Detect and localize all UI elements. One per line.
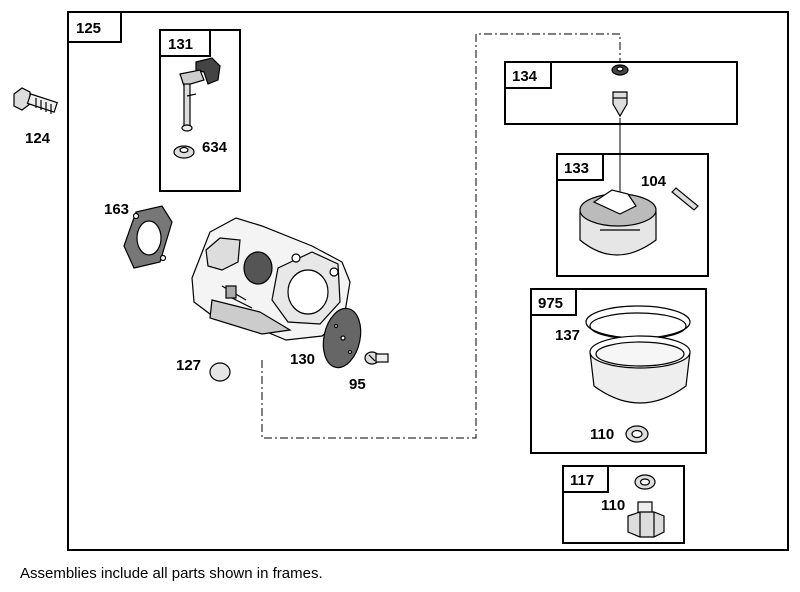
part-label-124: 124	[25, 130, 51, 147]
part-label-163: 163	[104, 201, 129, 218]
part-label-104: 104	[641, 173, 667, 190]
part-label-110-bowl: 110	[590, 426, 614, 443]
part-label-127: 127	[176, 357, 201, 374]
bolt-124-drawing	[13, 87, 58, 114]
part-label-95: 95	[349, 376, 366, 393]
part-label-634: 634	[202, 139, 228, 156]
frame-133: 133	[556, 153, 709, 277]
throttle-shaft-drawing	[179, 57, 221, 132]
frame-131: 131	[159, 29, 241, 192]
washer-634-drawing	[173, 145, 195, 159]
footnote: Assemblies include all parts shown in fr…	[20, 565, 323, 582]
frame-label-134: 134	[512, 68, 538, 85]
frame-label-131: 131	[168, 36, 193, 53]
part-label-110-nut: 110	[601, 497, 625, 514]
needle-valve-drawing	[611, 64, 629, 118]
dashed-connectors	[261, 33, 621, 439]
gasket-163-drawing	[123, 205, 173, 269]
diaphragm-130-drawing	[322, 307, 362, 369]
float-bowl-137-drawing	[585, 305, 691, 404]
washer-110-bowl-drawing	[625, 425, 649, 443]
frame-117: 117	[562, 465, 685, 544]
float-133-drawing	[579, 189, 657, 256]
frame-125: 125	[67, 11, 789, 551]
bowl-nut-117-drawing	[627, 501, 665, 538]
frame-label-133: 133	[564, 160, 589, 177]
plug-127-drawing	[209, 362, 231, 382]
screw-95-drawing	[364, 351, 389, 365]
part-label-137: 137	[555, 327, 580, 344]
frame-label-125: 125	[76, 20, 101, 37]
part-label-130: 130	[290, 351, 315, 368]
frame-label-117: 117	[570, 472, 594, 489]
frame-label-975: 975	[538, 295, 563, 312]
carburetor-body-drawing	[191, 217, 351, 341]
washer-110-nut-drawing	[634, 474, 656, 490]
float-pin-104-drawing	[671, 187, 699, 211]
frame-975: 975	[530, 288, 707, 454]
frame-134: 134	[504, 61, 738, 125]
